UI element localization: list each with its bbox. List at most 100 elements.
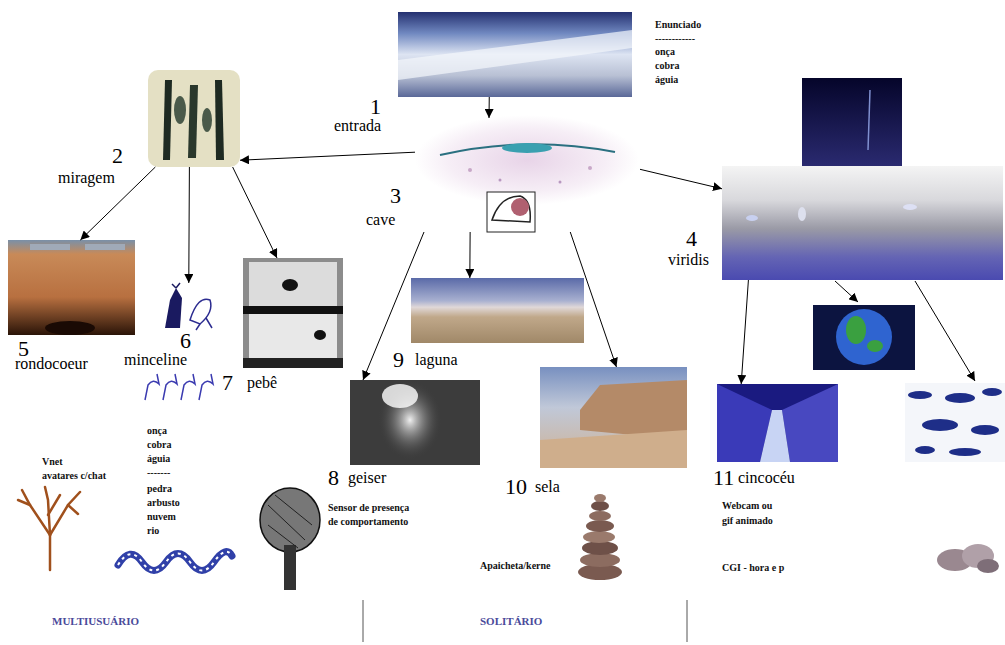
note-text: ------- (147, 467, 170, 479)
image-node: 9laguna (411, 278, 584, 343)
image-node: 3cave (415, 118, 640, 232)
image-node: 6minceline (158, 283, 215, 330)
steam-glow (382, 384, 418, 408)
birds-row (145, 374, 213, 400)
page-name: pebê (247, 375, 277, 391)
floating-shape (746, 215, 758, 221)
image-node: 7pebê (243, 258, 343, 368)
coral-branch (48, 495, 60, 515)
coral-branch (49, 535, 52, 570)
note-text: cobra (655, 60, 679, 72)
stone (591, 501, 609, 511)
section-divider (363, 600, 364, 642)
skull-outline (492, 196, 530, 222)
stone (586, 520, 614, 532)
speckle (499, 179, 502, 182)
page-name: laguna (415, 352, 458, 368)
skull-picture (487, 192, 535, 232)
miragem-picture (148, 70, 240, 167)
note-text: águia (655, 74, 678, 86)
bird-drawing (199, 374, 213, 400)
note-text: águia (147, 453, 170, 465)
geiser-picture (350, 380, 480, 465)
page-name: viridis (668, 252, 709, 268)
light-panel (249, 314, 337, 358)
dark-band (243, 358, 343, 368)
globe-land (846, 316, 866, 344)
snake-pattern (118, 552, 232, 571)
snow-picture (905, 383, 1005, 462)
callout-number: 9 (393, 349, 404, 371)
bird-drawing (163, 374, 177, 400)
dark-band (243, 306, 343, 314)
dark-blob (314, 330, 326, 340)
dark-blob (282, 279, 298, 291)
page-name: cave (366, 212, 395, 228)
dark-shape (45, 321, 95, 335)
section-label: SOLITÁRIO (480, 615, 542, 627)
site-link-arrow (188, 167, 190, 283)
note-text: avatares c/chat (42, 470, 106, 482)
note-text: nuvem (147, 511, 176, 523)
image-node: 5rondocoeur (8, 240, 135, 335)
steam-plume (378, 380, 442, 460)
dark-patch (915, 446, 935, 454)
image-node: 8geiser (350, 380, 480, 465)
image-node: 2miragem (148, 70, 240, 167)
site-link-arrow (489, 97, 490, 118)
coral-branch (18, 500, 30, 505)
image-node: 10sela (540, 367, 687, 468)
note-text: pedra (147, 483, 172, 495)
creature-legs (196, 318, 212, 330)
note-text: gif animado (722, 515, 773, 527)
image-node: 4viridis (722, 166, 1003, 280)
cincoceu-photo (717, 384, 838, 462)
tree-canopy (260, 488, 320, 552)
coral-branch (68, 505, 78, 514)
stone (580, 553, 620, 567)
dark-figure (188, 85, 198, 158)
stone (589, 511, 611, 521)
geiser-photo (350, 380, 480, 465)
section-label: MULTIUSUÁRIO (52, 615, 139, 627)
miragem-photo (148, 70, 240, 167)
speckle (588, 166, 592, 170)
bird-drawing (145, 374, 159, 400)
pebe-picture (243, 258, 343, 368)
light-band (398, 30, 632, 80)
sela-picture (540, 367, 687, 468)
viridis-photo (722, 166, 1003, 280)
callout-number: 2 (112, 145, 123, 167)
light-strip (85, 244, 125, 250)
callout-number: 10 (505, 476, 527, 498)
entrada-picture (398, 12, 632, 97)
globe-land (867, 340, 883, 352)
note-text: rio (147, 525, 159, 537)
pebe-photo (243, 258, 343, 368)
skull-eye (511, 198, 529, 216)
note-text: Vnet (42, 456, 63, 468)
page-name: miragem (58, 170, 115, 186)
image-node: 11cincocéu (717, 384, 838, 462)
section-divider (687, 600, 688, 642)
laguna-picture (411, 278, 584, 343)
site-link-arrow (363, 232, 424, 380)
floating-shape (798, 207, 806, 221)
page-name: rondocoeur (15, 356, 88, 372)
site-link-arrow (741, 280, 748, 384)
dark-patch (971, 425, 999, 435)
creature-ears (172, 283, 180, 288)
tree-trunk (284, 545, 296, 590)
note-text: onça (655, 46, 675, 58)
site-link-arrow (240, 152, 415, 160)
creature-drawing (165, 288, 182, 328)
tree-drawing (260, 488, 320, 590)
light-panel (249, 262, 337, 306)
dark-picture (802, 78, 902, 166)
dark-patch (908, 391, 932, 399)
note-text: cobra (147, 439, 171, 451)
callout-number: 11 (713, 467, 734, 489)
